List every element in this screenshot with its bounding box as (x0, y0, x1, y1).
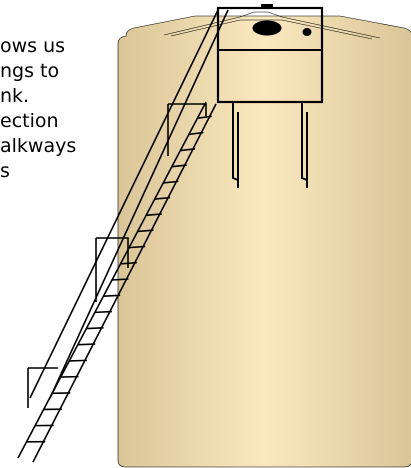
ladder-rung (112, 279, 129, 280)
ladder-rung (95, 312, 112, 313)
tank (118, 12, 411, 467)
hatch-handle (261, 4, 273, 9)
ladder-rung (86, 328, 103, 329)
ladder-rung (78, 344, 95, 345)
ladder-rung (69, 360, 87, 361)
vent-cap (303, 29, 311, 36)
ladder-rung (121, 263, 137, 264)
ladder-rung (103, 295, 120, 296)
tank-body (118, 16, 411, 467)
hatch-cover (253, 21, 281, 35)
